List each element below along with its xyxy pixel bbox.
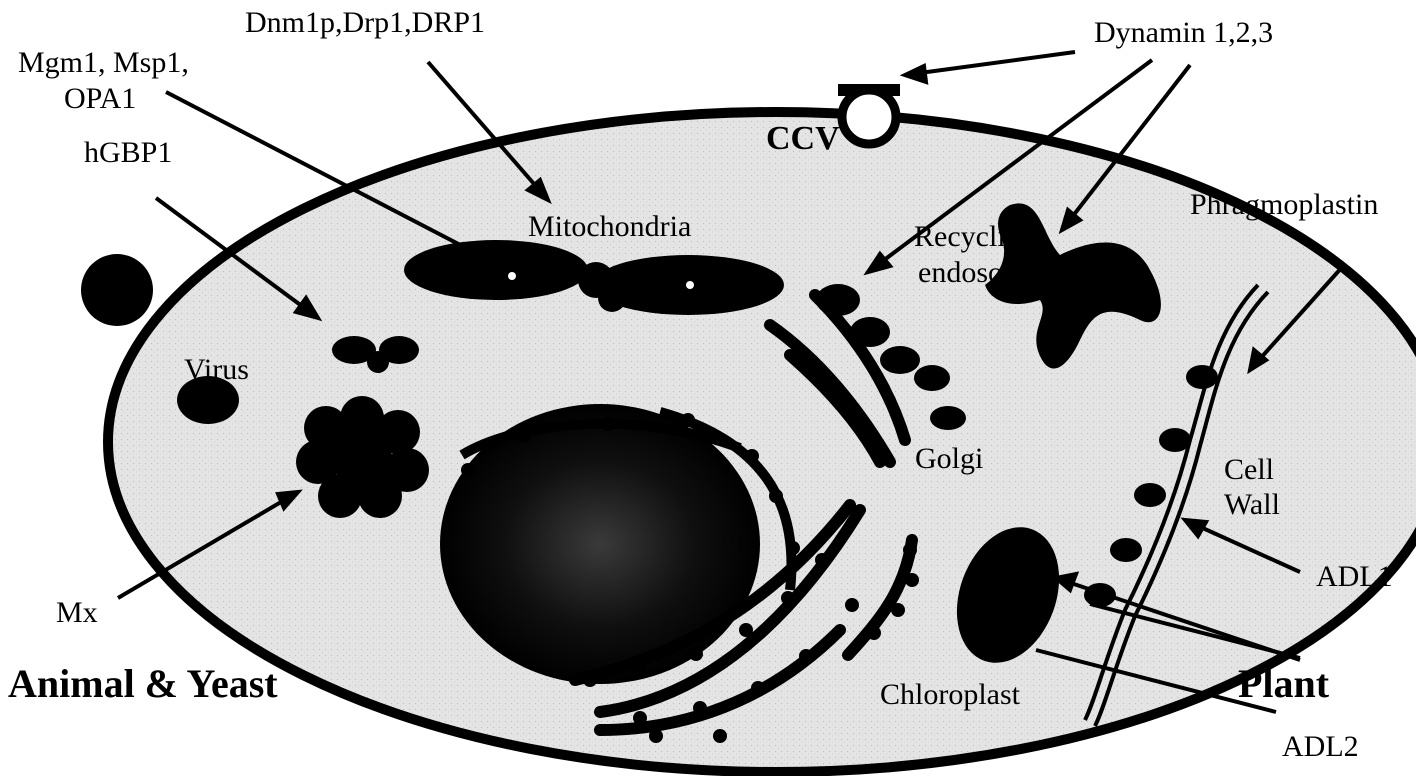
adl2-label: ADL2: [1282, 732, 1359, 762]
dnm1p-label: Dnm1p,Drp1,DRP1: [245, 8, 485, 38]
plant-label: Plant: [1238, 664, 1329, 704]
chloroplast-label: Chloroplast: [880, 680, 1020, 710]
recycling-label-line2: endosom: [918, 258, 1026, 288]
mgm1-label-line2: OPA1: [64, 84, 136, 114]
ccv-vesicle: [838, 84, 900, 144]
adl1-label: ADL1: [1316, 562, 1393, 592]
mgm1-label-line1: Mgm1, Msp1,: [18, 48, 189, 78]
mitochondria-label: Mitochondria: [528, 212, 691, 242]
golgi-label: Golgi: [915, 444, 983, 474]
cell-wall-label-line2: Wall: [1224, 490, 1280, 520]
cell-wall-label-line1: Cell: [1224, 455, 1274, 485]
extracellular-virus: [81, 254, 153, 326]
mx-label: Mx: [56, 598, 98, 628]
ccv-label: CCV: [766, 122, 840, 156]
dynamin-label: Dynamin 1,2,3: [1094, 18, 1273, 48]
hgbp1-label: hGBP1: [84, 138, 172, 168]
phragmoplastin-label: Phragmoplastin: [1190, 190, 1378, 220]
recycling-label-line1: Recyclin: [914, 222, 1021, 252]
animal-yeast-label: Animal & Yeast: [8, 664, 278, 704]
virus-label: Virus: [184, 355, 249, 385]
